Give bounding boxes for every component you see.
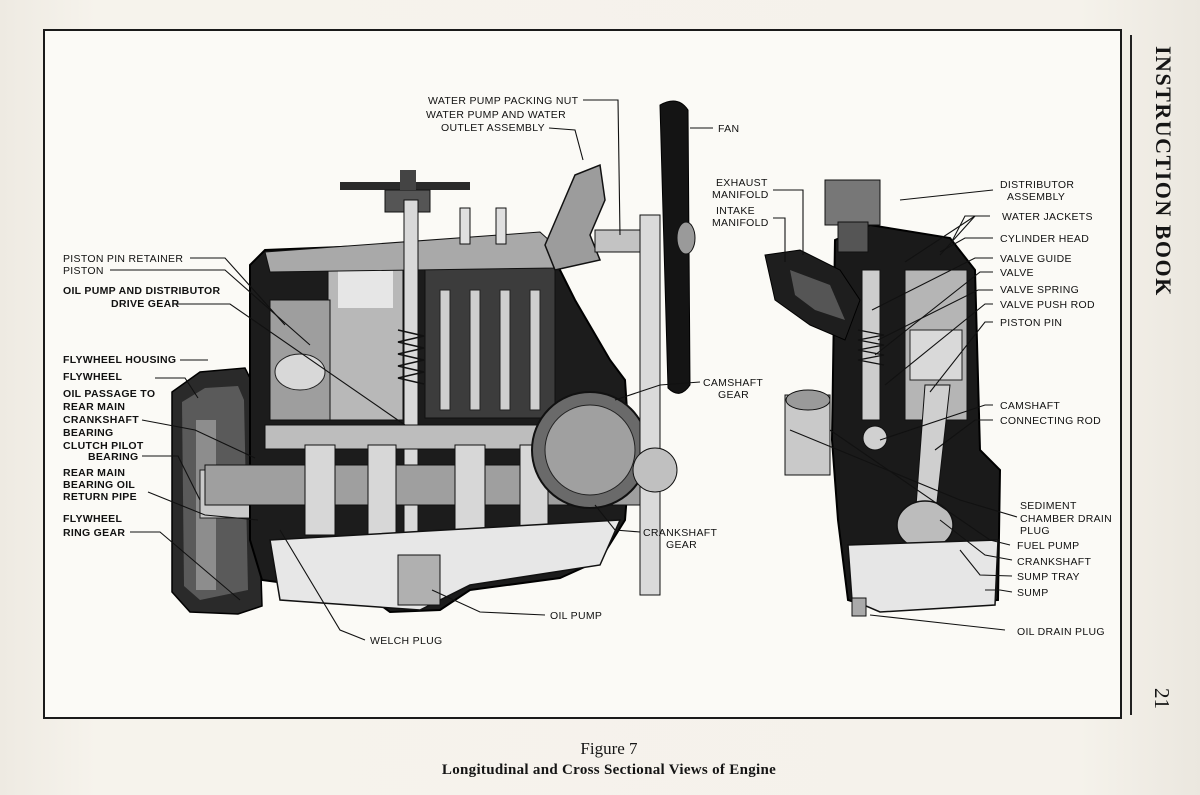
label-camshaft: CAMSHAFT <box>1000 400 1060 412</box>
label-flywheel-housing: FLYWHEEL HOUSING <box>63 354 176 366</box>
label-oil-drain-plug: OIL DRAIN PLUG <box>1017 626 1105 638</box>
label-valve-push-rod: VALVE PUSH ROD <box>1000 299 1095 311</box>
label-sediment-2: CHAMBER DRAIN <box>1020 513 1112 525</box>
label-camshaft-gear-1: CAMSHAFT <box>703 377 763 389</box>
label-water-pump-packing-nut: WATER PUMP PACKING NUT <box>428 95 579 107</box>
label-oil-pump: OIL PUMP <box>550 610 602 622</box>
label-valve-spring: VALVE SPRING <box>1000 284 1079 296</box>
label-oil-passage-3: CRANKSHAFT <box>63 414 139 426</box>
label-oil-pump-drive-gear-1: OIL PUMP AND DISTRIBUTOR <box>63 285 220 297</box>
label-welch-plug: WELCH PLUG <box>370 635 442 647</box>
label-sediment-3: PLUG <box>1020 525 1050 537</box>
longitudinal-engine-view <box>171 100 696 615</box>
callout-labels: WATER PUMP PACKING NUT WATER PUMP AND WA… <box>63 95 1112 647</box>
label-clutch-pilot-1: CLUTCH PILOT <box>63 440 144 452</box>
label-rear-main-return-3: RETURN PIPE <box>63 491 137 503</box>
label-sump: SUMP <box>1017 587 1049 599</box>
label-rear-main-return-1: REAR MAIN <box>63 467 125 479</box>
label-connecting-rod: CONNECTING ROD <box>1000 415 1101 427</box>
label-flywheel: FLYWHEEL <box>63 371 122 383</box>
label-camshaft-gear-2: GEAR <box>718 389 749 401</box>
label-fan: FAN <box>718 123 739 135</box>
label-ring-gear-2: RING GEAR <box>63 527 125 539</box>
label-crankshaft-gear-2: GEAR <box>666 539 697 551</box>
label-sump-tray: SUMP TRAY <box>1017 571 1080 583</box>
label-intake-manifold-2: MANIFOLD <box>712 217 769 229</box>
label-valve-guide: VALVE GUIDE <box>1000 253 1072 265</box>
figure-caption: Longitudinal and Cross Sectional Views o… <box>441 762 777 778</box>
label-oil-passage-1: OIL PASSAGE TO <box>63 388 155 400</box>
label-water-pump-outlet-2: OUTLET ASSEMBLY <box>441 122 545 134</box>
leader-lines <box>110 99 1018 641</box>
label-intake-manifold-1: INTAKE <box>716 205 755 217</box>
label-piston-pin: PISTON PIN <box>1000 317 1062 329</box>
label-clutch-pilot-2: BEARING <box>88 451 139 463</box>
label-piston: PISTON <box>63 265 104 277</box>
label-cylinder-head: CYLINDER HEAD <box>1000 233 1089 245</box>
cross-section-engine-view <box>764 179 1002 617</box>
label-fuel-pump: FUEL PUMP <box>1017 540 1079 552</box>
label-water-jackets: WATER JACKETS <box>1002 211 1093 223</box>
label-distributor-2: ASSEMBLY <box>1007 191 1065 203</box>
label-oil-passage-4: BEARING <box>63 427 114 439</box>
label-crankshaft: CRANKSHAFT <box>1017 556 1091 568</box>
label-distributor-1: DISTRIBUTOR <box>1000 179 1074 191</box>
label-exhaust-manifold-1: EXHAUST <box>716 177 768 189</box>
label-piston-pin-retainer: PISTON PIN RETAINER <box>63 253 183 265</box>
label-water-pump-outlet-1: WATER PUMP AND WATER <box>426 109 566 121</box>
label-oil-pump-drive-gear-2: DRIVE GEAR <box>111 298 179 310</box>
label-rear-main-return-2: BEARING OIL <box>63 479 135 491</box>
label-oil-passage-2: REAR MAIN <box>63 401 125 413</box>
label-crankshaft-gear-1: CRANKSHAFT <box>643 527 717 539</box>
label-exhaust-manifold-2: MANIFOLD <box>712 189 769 201</box>
label-valve: VALVE <box>1000 267 1034 279</box>
figure-number: Figure 7 <box>580 739 638 758</box>
label-ring-gear-1: FLYWHEEL <box>63 513 122 525</box>
margin-rule <box>1130 35 1132 715</box>
label-sediment-1: SEDIMENT <box>1020 500 1077 512</box>
